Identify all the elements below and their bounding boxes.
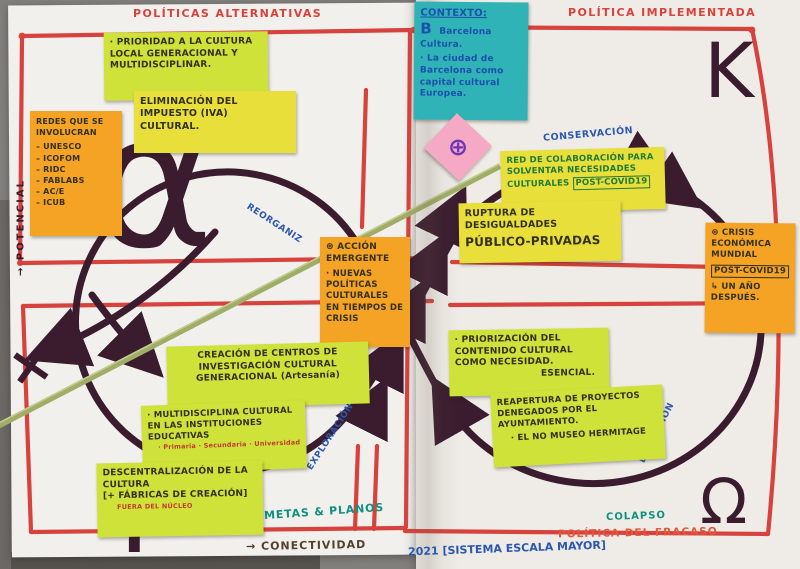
phase-label-colapso: COLAPSO xyxy=(605,509,667,524)
redes-item: – ICUB xyxy=(36,198,66,208)
redes-item: – AC/E xyxy=(36,187,65,197)
sticky-note-contexto-line2: · La ciudad de Barcelona como capital cu… xyxy=(419,53,504,100)
quadrant-letter-k: K xyxy=(704,26,754,115)
sticky-note-eliminacion-text: ELIMINACIÓN DEL IMPUESTO (IVA) CULTURAL. xyxy=(140,96,238,132)
sticky-note-ruptura-line1: RUPTURA DE DESIGUALDADES xyxy=(464,207,558,232)
sticky-note-accion: ⊛ ACCIÓN EMERGENTE · NUEVAS POLÍTICAS CU… xyxy=(320,237,410,347)
sticky-note-descentralizacion: DESCENTRALIZACIÓN DE LA CULTURA [+ FÁBRI… xyxy=(96,460,264,538)
sticky-note-multidisciplina-text: · MULTIDISCIPLINA CULTURAL EN LAS INSTIT… xyxy=(147,405,293,443)
sticky-note-reapertura: REAPERTURA DE PROYECTOS DENEGADOS POR EL… xyxy=(490,384,666,468)
sticky-note-eliminacion: ELIMINACIÓN DEL IMPUESTO (IVA) CULTURAL. xyxy=(134,91,296,153)
circle-plus-icon: ⊕ xyxy=(447,132,469,161)
post-covid-tag: POST-COVID19 xyxy=(572,175,651,191)
sticky-note-contexto: CONTEXTO: B Barcelona Cultura. · La ciud… xyxy=(413,1,529,121)
sticky-note-redes: REDES QUE SE INVOLUCRAN – UNESCO – ICOFO… xyxy=(30,111,122,236)
redes-item: – RIDC xyxy=(36,164,66,174)
heading-politicas-alternativas: POLÍTICAS ALTERNATIVAS xyxy=(133,7,323,20)
heading-politica-implementada: POLÍTICA IMPLEMENTADA xyxy=(568,6,757,19)
sticky-note-ruptura-line2: PÚBLICO-PRIVADAS xyxy=(465,232,601,249)
sticky-note-crisis: ⊛ CRISIS ECONÓMICA MUNDIAL POST-COVID19 … xyxy=(704,222,796,334)
circle-asterisk-icon: ⊛ xyxy=(711,227,719,238)
sticky-note-contexto-title: CONTEXTO: xyxy=(420,7,488,20)
sticky-note-redes-title: REDES QUE SE INVOLUCRAN xyxy=(36,117,104,138)
sticky-note-crisis-title: CRISIS ECONÓMICA MUNDIAL xyxy=(711,227,772,261)
axis-potencial-label: POTENCIAL xyxy=(15,179,27,261)
arrow-right-icon: → xyxy=(245,539,257,554)
return-arrow-icon: ↳ xyxy=(710,281,719,292)
quadrant-letter-omega: Ω xyxy=(700,465,748,538)
sticky-note-descentralizacion-sub: FUERA DEL NÚCLEO xyxy=(117,501,193,512)
redes-item: – UNESCO xyxy=(36,142,82,152)
sticky-note-accion-body: · NUEVAS POLÍTICAS CULTURALES EN TIEMPOS… xyxy=(326,269,404,324)
redes-item: – ICOFOM xyxy=(36,153,81,163)
sticky-note-priorizacion-text: · PRIORIZACIÓN DEL CONTENIDO CULTURAL CO… xyxy=(454,333,573,369)
barcelona-b-logo: B xyxy=(420,19,432,38)
redes-item: – FABLABS xyxy=(36,175,85,185)
sticky-note-ruptura: RUPTURA DE DESIGUALDADES PÚBLICO-PRIVADA… xyxy=(458,200,622,264)
sticky-note-crisis-sub: UN AÑO DESPUÉS. xyxy=(710,281,761,304)
sticky-note-priorizacion-sub: ESENCIAL. xyxy=(540,367,596,379)
x-mark: × xyxy=(2,329,59,400)
circle-asterisk-icon: ⊛ xyxy=(326,242,334,252)
sticky-note-priorizacion: · PRIORIZACIÓN DEL CONTENIDO CULTURAL CO… xyxy=(448,327,610,397)
arrow-up-icon: → xyxy=(15,265,27,276)
sticky-note-creacion: CREACIÓN DE CENTROS DE INVESTIGACIÓN CUL… xyxy=(166,341,370,409)
axis-conectividad: → CONECTIVIDAD xyxy=(246,538,366,553)
post-covid-tag: POST-COVID19 xyxy=(710,264,790,279)
sticky-note-accion-title: ACCIÓN EMERGENTE xyxy=(326,242,390,264)
axis-conectividad-label: CONECTIVIDAD xyxy=(260,537,367,553)
sticky-note-prioridad-text: · PRIORIDAD A LA CULTURA LOCAL GENERACIO… xyxy=(109,36,253,72)
axis-potencial: → POTENCIAL xyxy=(16,163,27,293)
sticky-note-descentralizacion-line1: DESCENTRALIZACIÓN DE LA CULTURA xyxy=(102,465,248,491)
sticky-note-reapertura-text: REAPERTURA DE PROYECTOS DENEGADOS POR EL… xyxy=(496,390,641,431)
sticky-note-creacion-text: CREACIÓN DE CENTROS DE INVESTIGACIÓN CUL… xyxy=(195,347,341,385)
